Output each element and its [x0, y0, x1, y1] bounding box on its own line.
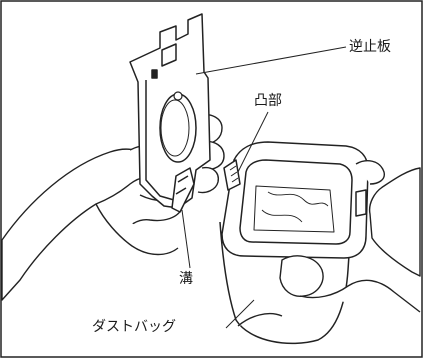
leader-line-groove — [181, 209, 191, 269]
label-check-plate: 逆止板 — [349, 39, 391, 55]
check-plate — [129, 13, 211, 213]
label-bump: 凸部 — [254, 93, 282, 109]
leader-line-check-plate — [195, 46, 347, 75]
dust-bag — [219, 141, 369, 345]
leader-line-dust-bag — [225, 299, 255, 329]
leader-line-bump — [237, 111, 269, 173]
label-dust-bag: ダストバッグ — [92, 319, 176, 335]
label-groove: 溝 — [179, 271, 193, 287]
right-hand — [237, 160, 421, 327]
leader-lines — [181, 46, 347, 329]
